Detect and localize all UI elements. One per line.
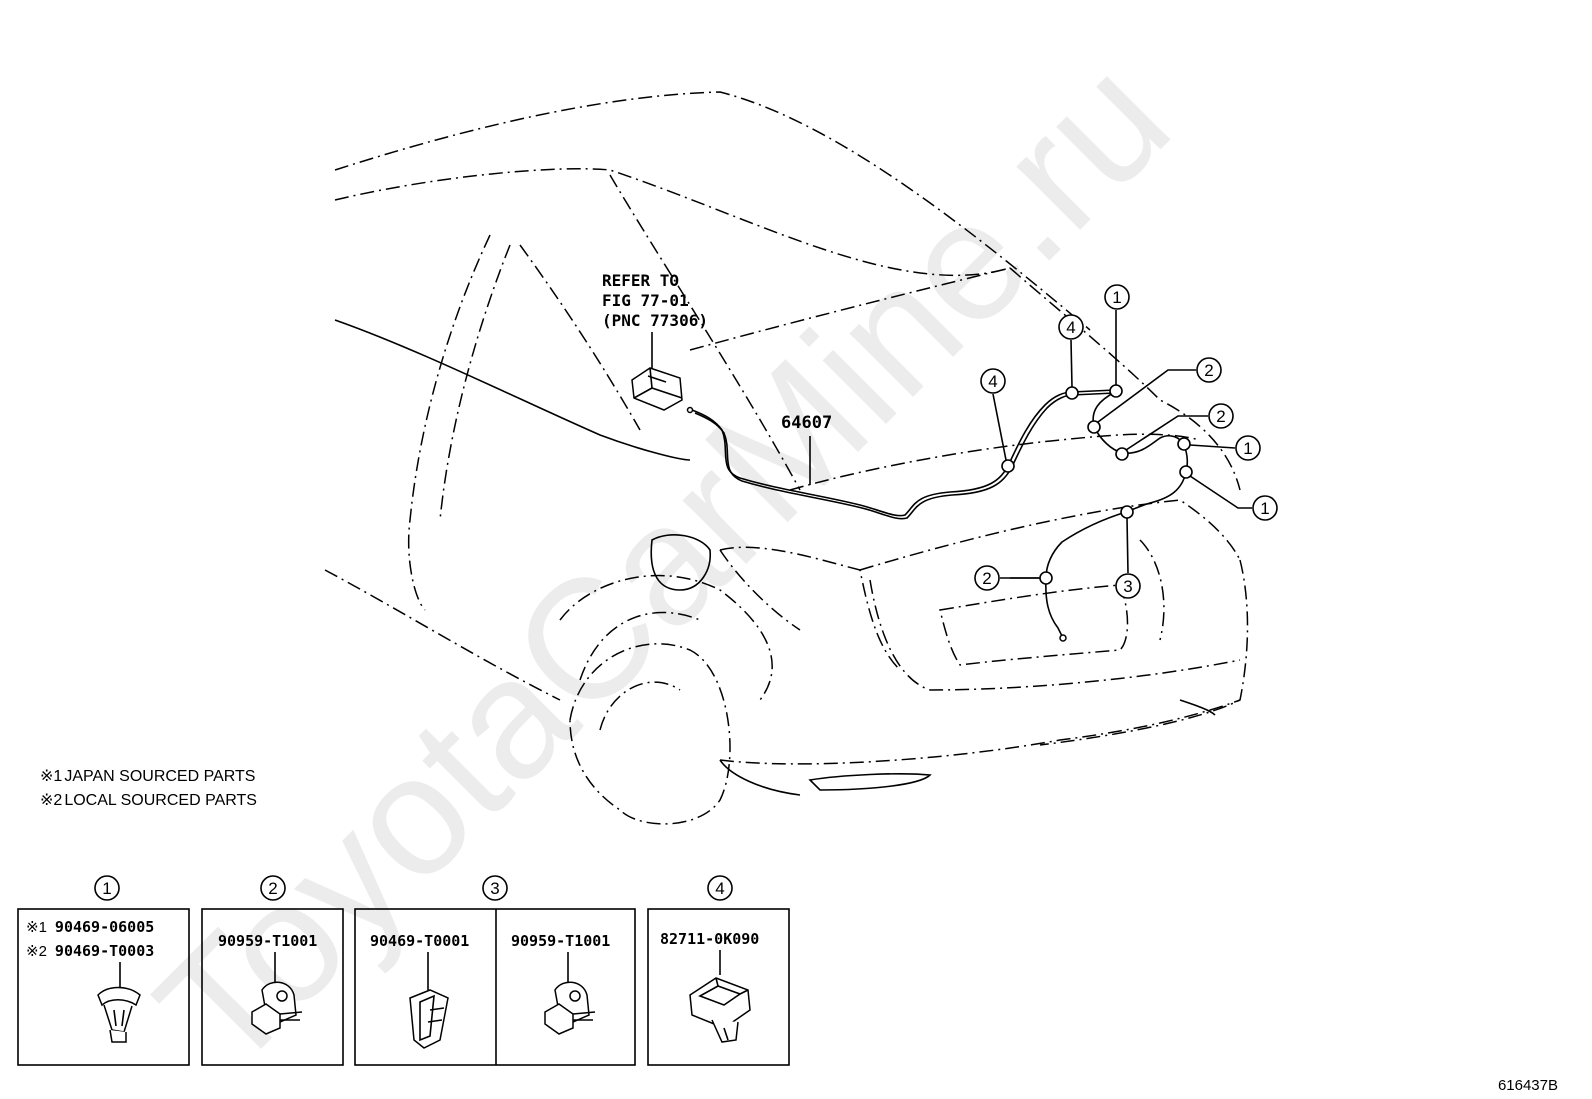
svg-text:2: 2 bbox=[1216, 407, 1225, 426]
svg-text:2: 2 bbox=[982, 569, 991, 588]
part-number: 90959-T1001 bbox=[511, 932, 610, 950]
svg-text:2: 2 bbox=[1204, 361, 1213, 380]
part-number: 90959-T1001 bbox=[218, 932, 317, 950]
callout-4: 4 bbox=[1058, 314, 1084, 340]
clamp-point bbox=[1115, 447, 1129, 461]
legend-index: 2 bbox=[268, 879, 277, 898]
legend-index: 4 bbox=[715, 879, 724, 898]
legend-item-2: 2 90959-T1001 bbox=[201, 875, 344, 1066]
callout-3: 3 bbox=[1115, 573, 1141, 599]
svg-text:1: 1 bbox=[1112, 288, 1121, 307]
svg-text:1: 1 bbox=[1243, 439, 1252, 458]
clamp-point bbox=[1065, 386, 1079, 400]
clamp-point bbox=[1179, 465, 1193, 479]
callout-2: 2 bbox=[1196, 357, 1222, 383]
callout-1: 1 bbox=[1104, 284, 1130, 310]
part-number: 90469-T0001 bbox=[370, 932, 469, 950]
clamp-point bbox=[1039, 571, 1053, 585]
figure-id: 616437B bbox=[1498, 1077, 1558, 1094]
clamp-point bbox=[1109, 384, 1123, 398]
clip-icon bbox=[97, 986, 141, 1043]
clamp-point bbox=[1177, 437, 1191, 451]
clamp-markers: 4 4 1 2 2 1 1 3 bbox=[974, 284, 1278, 599]
connector-module bbox=[631, 367, 694, 414]
legend-index: 3 bbox=[490, 879, 499, 898]
legend-item-3: 3 90469-T0001 90959-T1001 bbox=[354, 875, 636, 1066]
clamp-icon bbox=[689, 977, 751, 1043]
harness-part-number: 64607 bbox=[781, 413, 832, 433]
svg-text:1: 1 bbox=[1260, 499, 1269, 518]
callout-2: 2 bbox=[1208, 403, 1234, 429]
clamp-point bbox=[1087, 420, 1101, 434]
callout-2: 2 bbox=[974, 565, 1000, 591]
clamp-point bbox=[1001, 459, 1015, 473]
clamp-icon bbox=[544, 981, 596, 1035]
reference-line-3: (PNC 77306) bbox=[602, 311, 708, 330]
legend-item-4: 4 82711-0K090 bbox=[647, 875, 790, 1066]
reference-line-1: REFER TO bbox=[602, 271, 679, 290]
svg-text:3: 3 bbox=[1123, 577, 1132, 596]
clip-icon bbox=[409, 989, 449, 1049]
part-number: 82711-0K090 bbox=[660, 930, 759, 948]
clamp-icon bbox=[251, 981, 303, 1035]
legend-index: 1 bbox=[102, 879, 111, 898]
callout-4: 4 bbox=[980, 368, 1006, 394]
reference-line-2: FIG 77-01 bbox=[602, 291, 689, 310]
clamp-point bbox=[1120, 505, 1134, 519]
svg-text:4: 4 bbox=[988, 372, 997, 391]
svg-text:4: 4 bbox=[1066, 318, 1075, 337]
callout-1: 1 bbox=[1252, 495, 1278, 521]
reference-label: REFER TO FIG 77-01 (PNC 77306) bbox=[602, 271, 708, 372]
callout-1: 1 bbox=[1235, 435, 1261, 461]
